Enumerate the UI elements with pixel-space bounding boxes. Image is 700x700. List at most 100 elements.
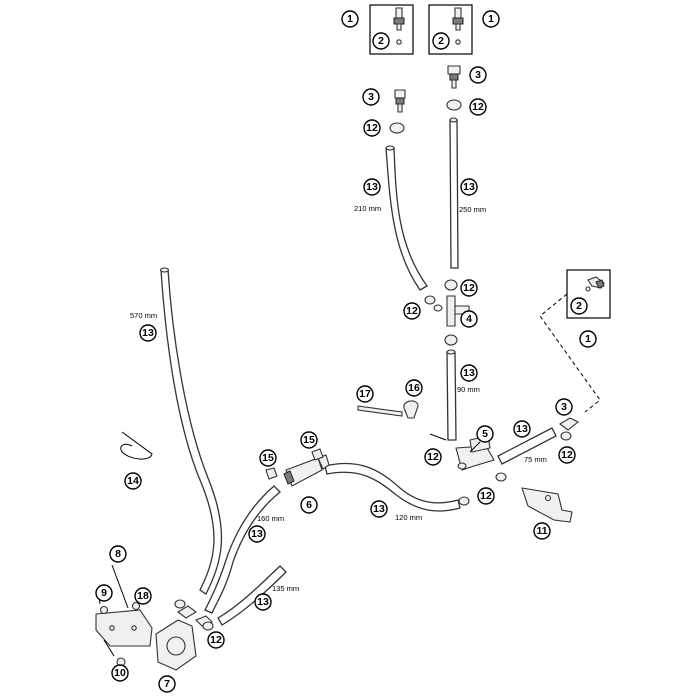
hose-250mm bbox=[449, 119, 459, 269]
mounting-bracket bbox=[521, 487, 573, 523]
callout-2c: 2 bbox=[570, 297, 588, 315]
callout-7: 7 bbox=[158, 675, 176, 693]
clamp-e bbox=[560, 431, 572, 441]
svg-text:15: 15 bbox=[303, 434, 315, 446]
hose-570mm bbox=[160, 269, 223, 595]
hose-160mm bbox=[204, 485, 281, 614]
svg-text:6: 6 bbox=[306, 499, 312, 511]
callout-8: 8 bbox=[109, 545, 127, 563]
svg-text:3: 3 bbox=[475, 69, 481, 81]
dim-250mm: 250 mm bbox=[459, 205, 486, 214]
cover-plate bbox=[95, 609, 153, 647]
washer bbox=[99, 605, 109, 615]
svg-text:4: 4 bbox=[466, 313, 472, 325]
svg-text:15: 15 bbox=[262, 452, 274, 464]
quick-connector-left bbox=[394, 89, 406, 113]
callout-2b: 2 bbox=[432, 32, 450, 50]
callout-15a: 15 bbox=[300, 431, 318, 449]
svg-text:11: 11 bbox=[536, 525, 547, 537]
callout-14: 14 bbox=[124, 472, 142, 490]
clamp-c bbox=[495, 472, 507, 482]
callout-11: 11 bbox=[533, 522, 551, 540]
svg-text:9: 9 bbox=[101, 587, 107, 599]
svg-text:12: 12 bbox=[463, 282, 475, 294]
callout-13e: 13 bbox=[370, 500, 388, 518]
svg-text:12: 12 bbox=[561, 449, 573, 461]
dim-570mm: 570 mm bbox=[130, 311, 157, 320]
callout-12b: 12 bbox=[469, 98, 487, 116]
dim-160mm: 160 mm bbox=[257, 514, 284, 523]
svg-text:12: 12 bbox=[210, 634, 222, 646]
svg-text:1: 1 bbox=[347, 13, 353, 25]
svg-text:5: 5 bbox=[482, 428, 488, 440]
svg-text:12: 12 bbox=[472, 101, 484, 113]
svg-text:13: 13 bbox=[373, 503, 385, 515]
hose-clip-15b bbox=[311, 448, 324, 461]
callout-13d: 13 bbox=[513, 420, 531, 438]
dashed-link-side bbox=[539, 293, 601, 413]
hose-clamp-top-left bbox=[389, 122, 405, 134]
callout-1a: 1 bbox=[341, 10, 359, 28]
svg-text:13: 13 bbox=[463, 367, 475, 379]
svg-text:18: 18 bbox=[137, 590, 149, 602]
callout-3c: 3 bbox=[555, 398, 573, 416]
svg-text:17: 17 bbox=[359, 388, 371, 400]
bolt bbox=[131, 601, 141, 611]
fuel-pump bbox=[155, 605, 213, 671]
svg-text:13: 13 bbox=[366, 181, 378, 193]
callout-13f: 13 bbox=[248, 525, 266, 543]
callout-13h: 13 bbox=[254, 593, 272, 611]
dimension-labels: 210 mm 250 mm 570 mm 90 mm 75 mm 160 mm … bbox=[130, 204, 547, 593]
clamp-d bbox=[458, 496, 470, 506]
holder-clamp bbox=[403, 400, 419, 419]
hose-210mm bbox=[385, 147, 428, 291]
svg-text:2: 2 bbox=[438, 35, 444, 47]
svg-text:10: 10 bbox=[114, 667, 126, 679]
callout-2a: 2 bbox=[372, 32, 390, 50]
callout-13a: 13 bbox=[363, 178, 381, 196]
inset-box-side bbox=[566, 269, 611, 319]
svg-text:3: 3 bbox=[368, 91, 374, 103]
screw bbox=[357, 405, 403, 417]
callout-1c: 1 bbox=[579, 330, 597, 348]
dim-120mm: 120 mm bbox=[395, 513, 422, 522]
svg-text:8: 8 bbox=[115, 548, 121, 560]
dim-135mm: 135 mm bbox=[272, 584, 299, 593]
clamp-a bbox=[174, 599, 186, 609]
callout-4: 4 bbox=[460, 310, 478, 328]
svg-text:13: 13 bbox=[251, 528, 263, 540]
callout-18: 18 bbox=[134, 587, 152, 605]
svg-text:7: 7 bbox=[164, 678, 170, 690]
hose-clip-15a bbox=[265, 467, 278, 480]
callout-13b: 13 bbox=[460, 178, 478, 196]
callout-6: 6 bbox=[300, 496, 318, 514]
dim-75mm: 75 mm bbox=[524, 455, 547, 464]
callout-10: 10 bbox=[111, 664, 129, 682]
hose-75mm bbox=[497, 427, 557, 465]
svg-text:12: 12 bbox=[406, 305, 418, 317]
svg-text:1: 1 bbox=[488, 13, 494, 25]
callout-13g: 13 bbox=[139, 324, 157, 342]
cable-tie bbox=[120, 431, 153, 460]
callout-12c: 12 bbox=[460, 279, 478, 297]
svg-text:2: 2 bbox=[378, 35, 384, 47]
svg-text:1: 1 bbox=[585, 333, 591, 345]
svg-text:13: 13 bbox=[142, 327, 154, 339]
clamp-b bbox=[202, 621, 214, 631]
callout-9: 9 bbox=[95, 584, 113, 602]
svg-text:12: 12 bbox=[427, 451, 439, 463]
callout-12h: 12 bbox=[207, 631, 225, 649]
svg-text:13: 13 bbox=[257, 596, 269, 608]
callout-12f: 12 bbox=[424, 448, 442, 466]
hose-120mm bbox=[324, 462, 461, 512]
svg-text:13: 13 bbox=[463, 181, 475, 193]
check-valve bbox=[559, 417, 580, 431]
callout-12e: 12 bbox=[558, 446, 576, 464]
svg-text:2: 2 bbox=[576, 300, 582, 312]
callout-12d: 12 bbox=[403, 302, 421, 320]
callout-5: 5 bbox=[476, 425, 494, 443]
callout-12a: 12 bbox=[363, 119, 381, 137]
svg-text:12: 12 bbox=[480, 490, 492, 502]
svg-text:16: 16 bbox=[408, 382, 420, 394]
